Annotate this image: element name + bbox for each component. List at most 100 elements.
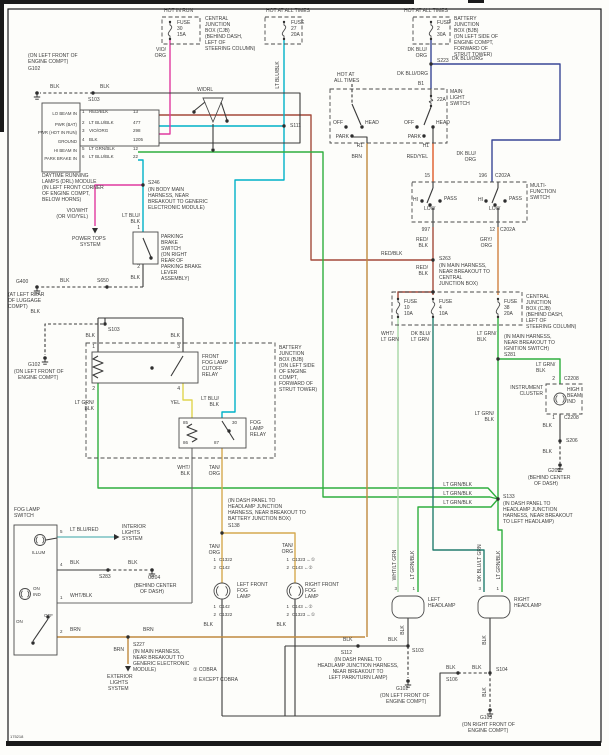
label: RED/BLK [381, 251, 403, 257]
fuse-icon [395, 300, 401, 316]
label: SWITCH [530, 195, 550, 201]
label: DK BLU/ [411, 331, 431, 337]
label: DK BLU/ [457, 151, 477, 157]
wire [222, 672, 458, 717]
label: ELECTRONIC MODULE) [148, 205, 205, 211]
label: SWITCH [14, 513, 34, 519]
label: HEAD [365, 120, 379, 126]
label: STRUT TOWER) [279, 387, 317, 393]
label: LT GRN/ [477, 331, 497, 337]
label: 2 [213, 612, 216, 617]
label: IND [33, 592, 42, 597]
fuse-terminal [168, 37, 172, 41]
splice-dot [484, 199, 488, 203]
label: 3 [394, 586, 397, 591]
label: G102 [28, 362, 40, 368]
arrow-icon [125, 666, 131, 672]
label: C202A [500, 227, 516, 233]
frame-bar [468, 0, 484, 3]
label: 1 [286, 604, 289, 609]
label: HOT AT ALL TIMES [404, 8, 449, 14]
label: NEAR BREAKOUT TO [333, 669, 384, 675]
label: 85 [183, 420, 189, 425]
label: RED/YEL [407, 154, 429, 160]
label: FUSE [439, 299, 453, 305]
label: BLK [100, 84, 110, 90]
arrow-icon [92, 228, 98, 234]
wire [94, 184, 143, 226]
label: WHT/ [177, 465, 190, 471]
splice-dot [150, 366, 154, 370]
arrow-icon [114, 534, 120, 540]
label: HIGH [567, 387, 580, 393]
label: PWR (HOT IN RUN) [38, 130, 78, 135]
wire [182, 383, 193, 418]
label: DK BLU/ [408, 47, 428, 53]
label: LEFT OF [526, 318, 546, 324]
label: LT BLU/BLK [275, 61, 281, 89]
label: S138 [228, 523, 240, 529]
lamp-filament-icon [289, 585, 301, 597]
label: 2 [213, 565, 216, 570]
label: ENGINE COMPT) [18, 375, 59, 381]
label: BLK [131, 275, 141, 281]
label: ENGINE COMPT) [28, 59, 69, 65]
wire [397, 291, 433, 298]
label: ENGINE COMPT) [386, 699, 427, 705]
label: G202 [548, 468, 560, 474]
label: (IN DASH PANEL TO [228, 498, 275, 504]
label: G400 [16, 279, 28, 285]
splice-dot [105, 285, 109, 289]
label: GRY/ [480, 237, 493, 243]
label: LT BLU/ [122, 213, 140, 219]
label: STRUT TOWER) [454, 52, 492, 58]
label: BLK [31, 309, 41, 315]
label: BLK [543, 449, 553, 455]
wire [221, 126, 285, 418]
label: PARK BRAKE IN [44, 156, 77, 161]
label: 5 [60, 529, 63, 534]
fuse-icon [167, 23, 173, 38]
label: PARKING [161, 234, 183, 240]
label: 30 [177, 26, 183, 32]
label: HARNESS, NEAR [148, 193, 189, 199]
label: FORWARD OF [279, 381, 313, 387]
label: S283 [99, 574, 111, 580]
wire [426, 187, 434, 204]
ground-icon [556, 465, 564, 472]
label: 30 [232, 420, 238, 425]
label: TAN/ [209, 544, 221, 550]
label: 1 [213, 557, 216, 562]
label: LT BLU/RED [70, 527, 99, 533]
wire [220, 101, 228, 121]
label: OF ENGINE COMPT, [42, 191, 90, 197]
label: PARKING BRAKE [161, 264, 202, 270]
label: 3 [478, 586, 481, 591]
component-box [13, 524, 58, 656]
label: ORG [209, 550, 221, 556]
splice-dot [431, 258, 435, 262]
label: FUSE [504, 299, 518, 305]
label: OF ENGINE [279, 369, 307, 375]
label: HI [478, 197, 483, 203]
label: BLK [128, 560, 138, 566]
label: YEL [171, 400, 181, 406]
label: 1 [137, 225, 140, 231]
label: LEFT OF [205, 40, 225, 46]
label: CENTRAL [439, 275, 463, 281]
lamp-filament-icon [216, 585, 228, 597]
label: SWITCH [450, 101, 470, 107]
label: 1 [60, 595, 63, 600]
label: CENTRAL [526, 294, 550, 300]
label: HARNESS, NEAR BREAKOUT TO [228, 510, 306, 516]
label: LT GRN [411, 337, 429, 343]
label: COMPT, [279, 375, 298, 381]
label: OFF [404, 120, 414, 126]
label: 10A [439, 311, 449, 317]
component-box [391, 595, 425, 619]
splice-dot [360, 125, 364, 129]
label: (IN MAIN HARNESS, [504, 334, 552, 340]
label: BLK [477, 337, 487, 343]
label: LT GRN/BLK [89, 146, 115, 151]
lamp-icon [286, 582, 304, 600]
